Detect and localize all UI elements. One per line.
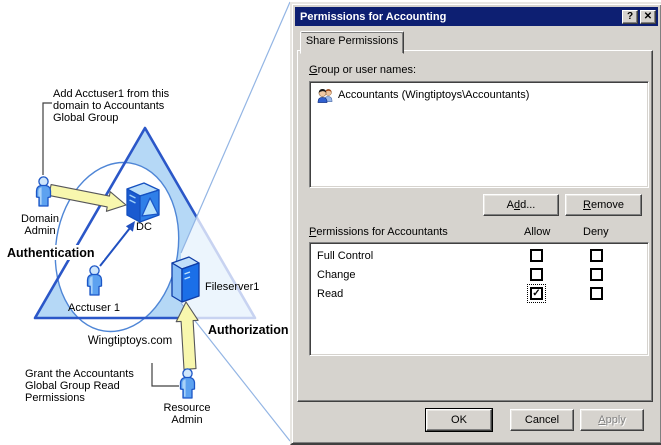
group-list-label: Group or user names: [309,64,416,76]
callout-line-top [180,1,291,254]
domain-name-label: Wingtiptoys.com [88,335,172,347]
fileserver-icon [171,256,200,303]
authentication-label: Authentication [7,246,95,260]
tab-share-permissions[interactable]: Share Permissions [300,31,404,54]
permission-row: Read ✓ [310,284,648,304]
note-top-connector [42,102,52,175]
permission-name: Change [317,269,356,281]
domain-admin-label1: Domain [21,213,59,225]
resource-admin-label1: Resource [163,402,210,414]
deny-checkbox-0[interactable] [590,249,603,262]
note-top-line1: Add Acctuser1 from this [53,88,170,100]
group-name: Accountants (Wingtiptoys\Accountants) [338,89,530,101]
apply-button[interactable]: Apply [580,409,644,431]
deny-checkbox-1[interactable] [590,268,603,281]
cancel-button[interactable]: Cancel [510,409,574,431]
permission-name: Full Control [317,250,374,262]
list-item-accountants[interactable]: Accountants (Wingtiptoys\Accountants) [313,86,645,104]
allow-checkbox-0[interactable] [530,249,543,262]
ok-button[interactable]: OK [425,408,493,432]
authorization-label: Authorization [208,323,289,337]
permissions-label: Permissions for Accountants [309,226,448,238]
dialog-title: Permissions for Accounting [300,10,447,23]
note-bottom-line1: Grant the Accountants [25,368,134,380]
logon-arrow [99,227,131,267]
allow-checkbox-2[interactable]: ✓ [527,284,546,303]
domain-admin-icon [35,176,52,207]
note-bottom-connector [151,363,179,387]
help-button[interactable]: ? [622,9,638,24]
deny-column-header: Deny [583,226,609,238]
group-user-list[interactable]: Accountants (Wingtiptoys\Accountants) [309,81,649,188]
authorization-arrow [175,301,199,370]
remove-button[interactable]: Remove [565,194,642,216]
resource-admin-icon [179,368,196,399]
allow-checkbox-1[interactable] [530,268,543,281]
acctuser-icon [86,265,103,296]
authentication-label-bg [4,245,104,260]
resource-admin-label2: Admin [171,414,202,426]
add-button[interactable]: Add... [483,194,559,216]
permission-name: Read [317,288,344,300]
note-top-line3: Global Group [53,112,118,124]
note-bottom-line2: Global Group Read [25,380,120,392]
dc-server-icon [126,182,160,223]
domain-admin-label2: Admin [24,225,55,237]
permission-row: Change [310,266,648,285]
dc-label: DC [136,221,152,233]
permission-row: Full Control [310,247,648,266]
fileserver-label: Fileserver1 [205,281,259,293]
callout-line-bottom [180,302,291,442]
group-icon [317,89,333,103]
allow-column-header: Allow [524,226,551,238]
tab-page: Group or user names: Accountants (Wingti… [297,50,653,402]
logon-arrow-head [125,221,135,232]
acctuser-label: Acctuser 1 [68,302,120,314]
dialog-titlebar[interactable]: Permissions for Accounting ? ✕ [295,7,658,26]
note-top-line2: domain to Accountants [53,100,165,112]
close-button[interactable]: ✕ [640,9,656,24]
note-bottom-line3: Permissions [25,392,85,404]
callout-wedge [181,2,290,441]
permissions-dialog: Permissions for Accounting ? ✕ Share Per… [290,2,661,445]
authentication-arrow [48,184,127,212]
deny-checkbox-2[interactable] [590,287,603,300]
